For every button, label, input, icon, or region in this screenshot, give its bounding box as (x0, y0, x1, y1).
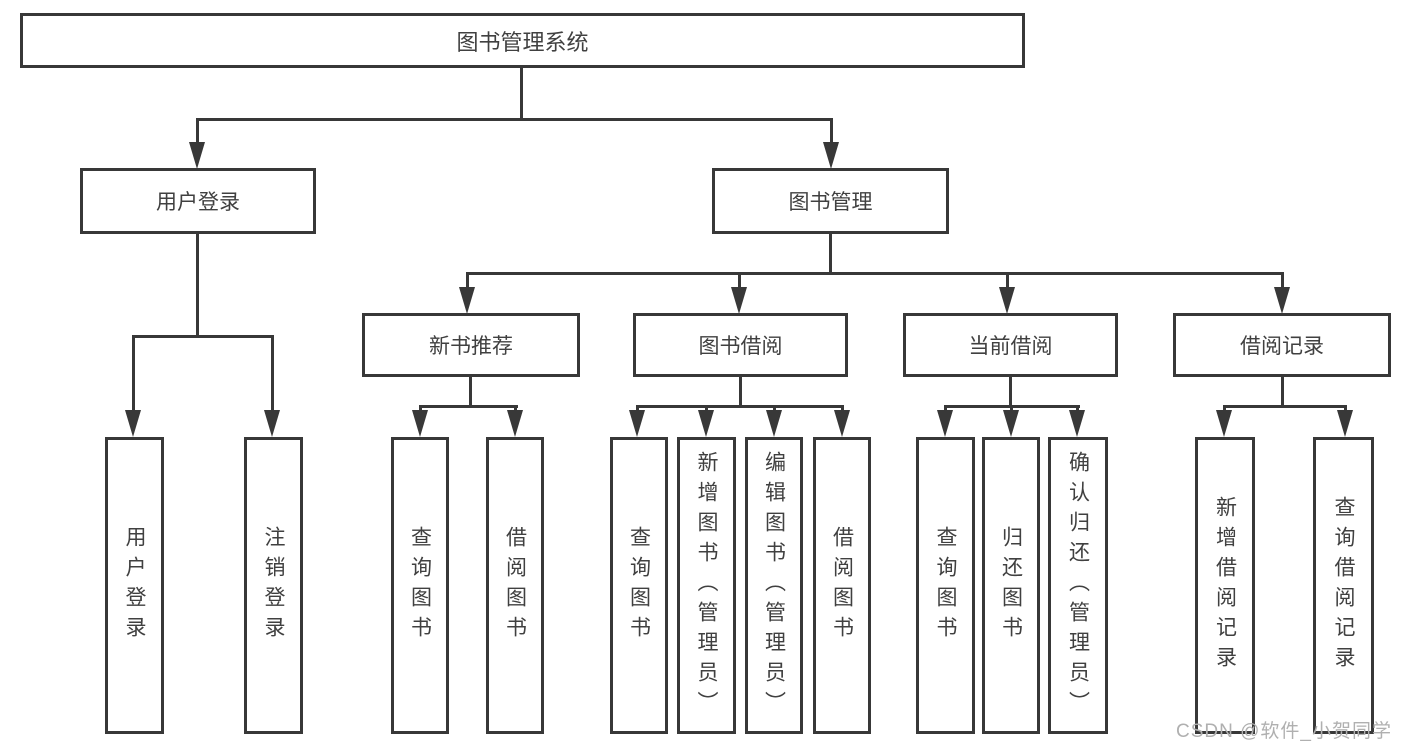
node-borrow-records-label: 借阅记录 (1240, 335, 1324, 358)
arrow-down-icon (766, 410, 782, 437)
node-book-management: 图书管理 (712, 168, 949, 234)
arrow-down-icon (999, 287, 1015, 314)
edge-user-login-drop-2 (271, 335, 274, 411)
leaf-bb-query-books: 查询图书 (610, 437, 668, 734)
edge-br-rail (1223, 405, 1346, 408)
arrow-down-icon (1003, 410, 1019, 437)
edge-bm-drop-4 (1281, 272, 1284, 288)
edge-cb-stem (1009, 377, 1012, 405)
arrow-down-icon (1216, 410, 1232, 437)
node-root-label: 图书管理系统 (456, 29, 589, 55)
leaf-cb-query-books-label: 查询图书 (934, 525, 957, 646)
node-root: 图书管理系统 (20, 13, 1025, 68)
arrow-down-icon (1337, 410, 1353, 437)
arrow-down-icon (264, 410, 280, 437)
edge-root-stem (520, 68, 523, 118)
edge-user-login-rail (132, 335, 274, 338)
edge-book-management-rail (466, 272, 1284, 275)
edge-root-rail (196, 118, 833, 121)
edge-nb-rail (419, 405, 518, 408)
arrow-down-icon (937, 410, 953, 437)
leaf-bb-borrow-books: 借阅图书 (813, 437, 871, 734)
leaf-nb-query-books-label: 查询图书 (408, 525, 432, 646)
leaf-cb-return-books-label: 归还图书 (999, 525, 1023, 646)
leaf-bb-edit-books-admin-label: 编辑图书（管理员） (762, 450, 786, 721)
edge-bm-drop-2 (738, 272, 741, 288)
leaf-br-query-record-label: 查询借阅记录 (1332, 495, 1355, 676)
node-new-book-recommend: 新书推荐 (362, 313, 580, 377)
arrow-down-icon (412, 410, 428, 437)
node-new-book-recommend-label: 新书推荐 (429, 335, 513, 358)
node-book-management-label: 图书管理 (788, 191, 873, 214)
arrow-down-icon (507, 410, 523, 437)
csdn-watermark: CSDN @软件_小贺同学 (1176, 721, 1392, 742)
leaf-br-add-record: 新增借阅记录 (1195, 437, 1255, 734)
node-user-login: 用户登录 (80, 168, 316, 234)
arrow-down-icon (834, 410, 850, 437)
edge-br-stem (1281, 377, 1284, 405)
leaf-logout-label: 注销登录 (262, 525, 285, 646)
leaf-nb-borrow-books: 借阅图书 (486, 437, 544, 734)
arrow-down-icon (731, 287, 747, 314)
arrow-down-icon (1069, 410, 1085, 437)
leaf-bb-edit-books-admin: 编辑图书（管理员） (745, 437, 803, 734)
edge-book-management-stem (829, 234, 832, 272)
edge-bb-drop-4 (841, 405, 844, 412)
leaf-logout: 注销登录 (244, 437, 303, 734)
node-book-borrow-label: 图书借阅 (698, 335, 783, 358)
node-borrow-records: 借阅记录 (1173, 313, 1391, 377)
leaf-bb-add-books-admin: 新增图书（管理员） (677, 437, 736, 734)
leaf-br-add-record-label: 新增借阅记录 (1213, 495, 1237, 676)
edge-bb-drop-2 (705, 405, 708, 412)
leaf-user-login: 用户登录 (105, 437, 164, 734)
leaf-bb-borrow-books-label: 借阅图书 (830, 525, 854, 646)
arrow-down-icon (189, 142, 205, 169)
node-book-borrow: 图书借阅 (633, 313, 848, 377)
edge-user-login-drop-1 (132, 335, 135, 411)
leaf-cb-query-books: 查询图书 (916, 437, 975, 734)
edge-bb-stem (739, 377, 742, 405)
arrow-down-icon (125, 410, 141, 437)
edge-br-drop-2 (1344, 405, 1347, 412)
edge-user-login-stem (196, 234, 199, 335)
edge-nb-drop-2 (514, 405, 517, 412)
edge-cb-drop-1 (944, 405, 947, 412)
leaf-user-login-label: 用户登录 (123, 525, 146, 646)
leaf-br-query-record: 查询借阅记录 (1313, 437, 1374, 734)
edge-bb-rail (636, 405, 844, 408)
arrow-down-icon (698, 410, 714, 437)
edge-nb-stem (469, 377, 472, 405)
arrow-down-icon (1274, 287, 1290, 314)
leaf-cb-confirm-return-admin: 确认归还（管理员） (1048, 437, 1108, 734)
leaf-cb-confirm-return-admin-label: 确认归还（管理员） (1066, 450, 1090, 721)
edge-bm-drop-3 (1006, 272, 1009, 288)
edge-bb-drop-3 (773, 405, 776, 412)
leaf-nb-query-books: 查询图书 (391, 437, 449, 734)
node-current-borrow: 当前借阅 (903, 313, 1118, 377)
edge-cb-drop-3 (1076, 405, 1079, 412)
edge-root-drop-left (196, 118, 199, 144)
leaf-bb-add-books-admin-label: 新增图书（管理员） (695, 450, 718, 721)
edge-br-drop-1 (1223, 405, 1226, 412)
leaf-cb-return-books: 归还图书 (982, 437, 1040, 734)
arrow-down-icon (823, 142, 839, 169)
edge-root-drop-right (830, 118, 833, 144)
arrow-down-icon (459, 287, 475, 314)
edge-nb-drop-1 (419, 405, 422, 412)
edge-cb-drop-2 (1010, 405, 1013, 412)
node-current-borrow-label: 当前借阅 (968, 335, 1053, 358)
arrow-down-icon (629, 410, 645, 437)
leaf-nb-borrow-books-label: 借阅图书 (503, 525, 527, 646)
edge-bb-drop-1 (636, 405, 639, 412)
leaf-bb-query-books-label: 查询图书 (627, 525, 651, 646)
edge-bm-drop-1 (466, 272, 469, 288)
node-user-login-label: 用户登录 (156, 191, 240, 214)
